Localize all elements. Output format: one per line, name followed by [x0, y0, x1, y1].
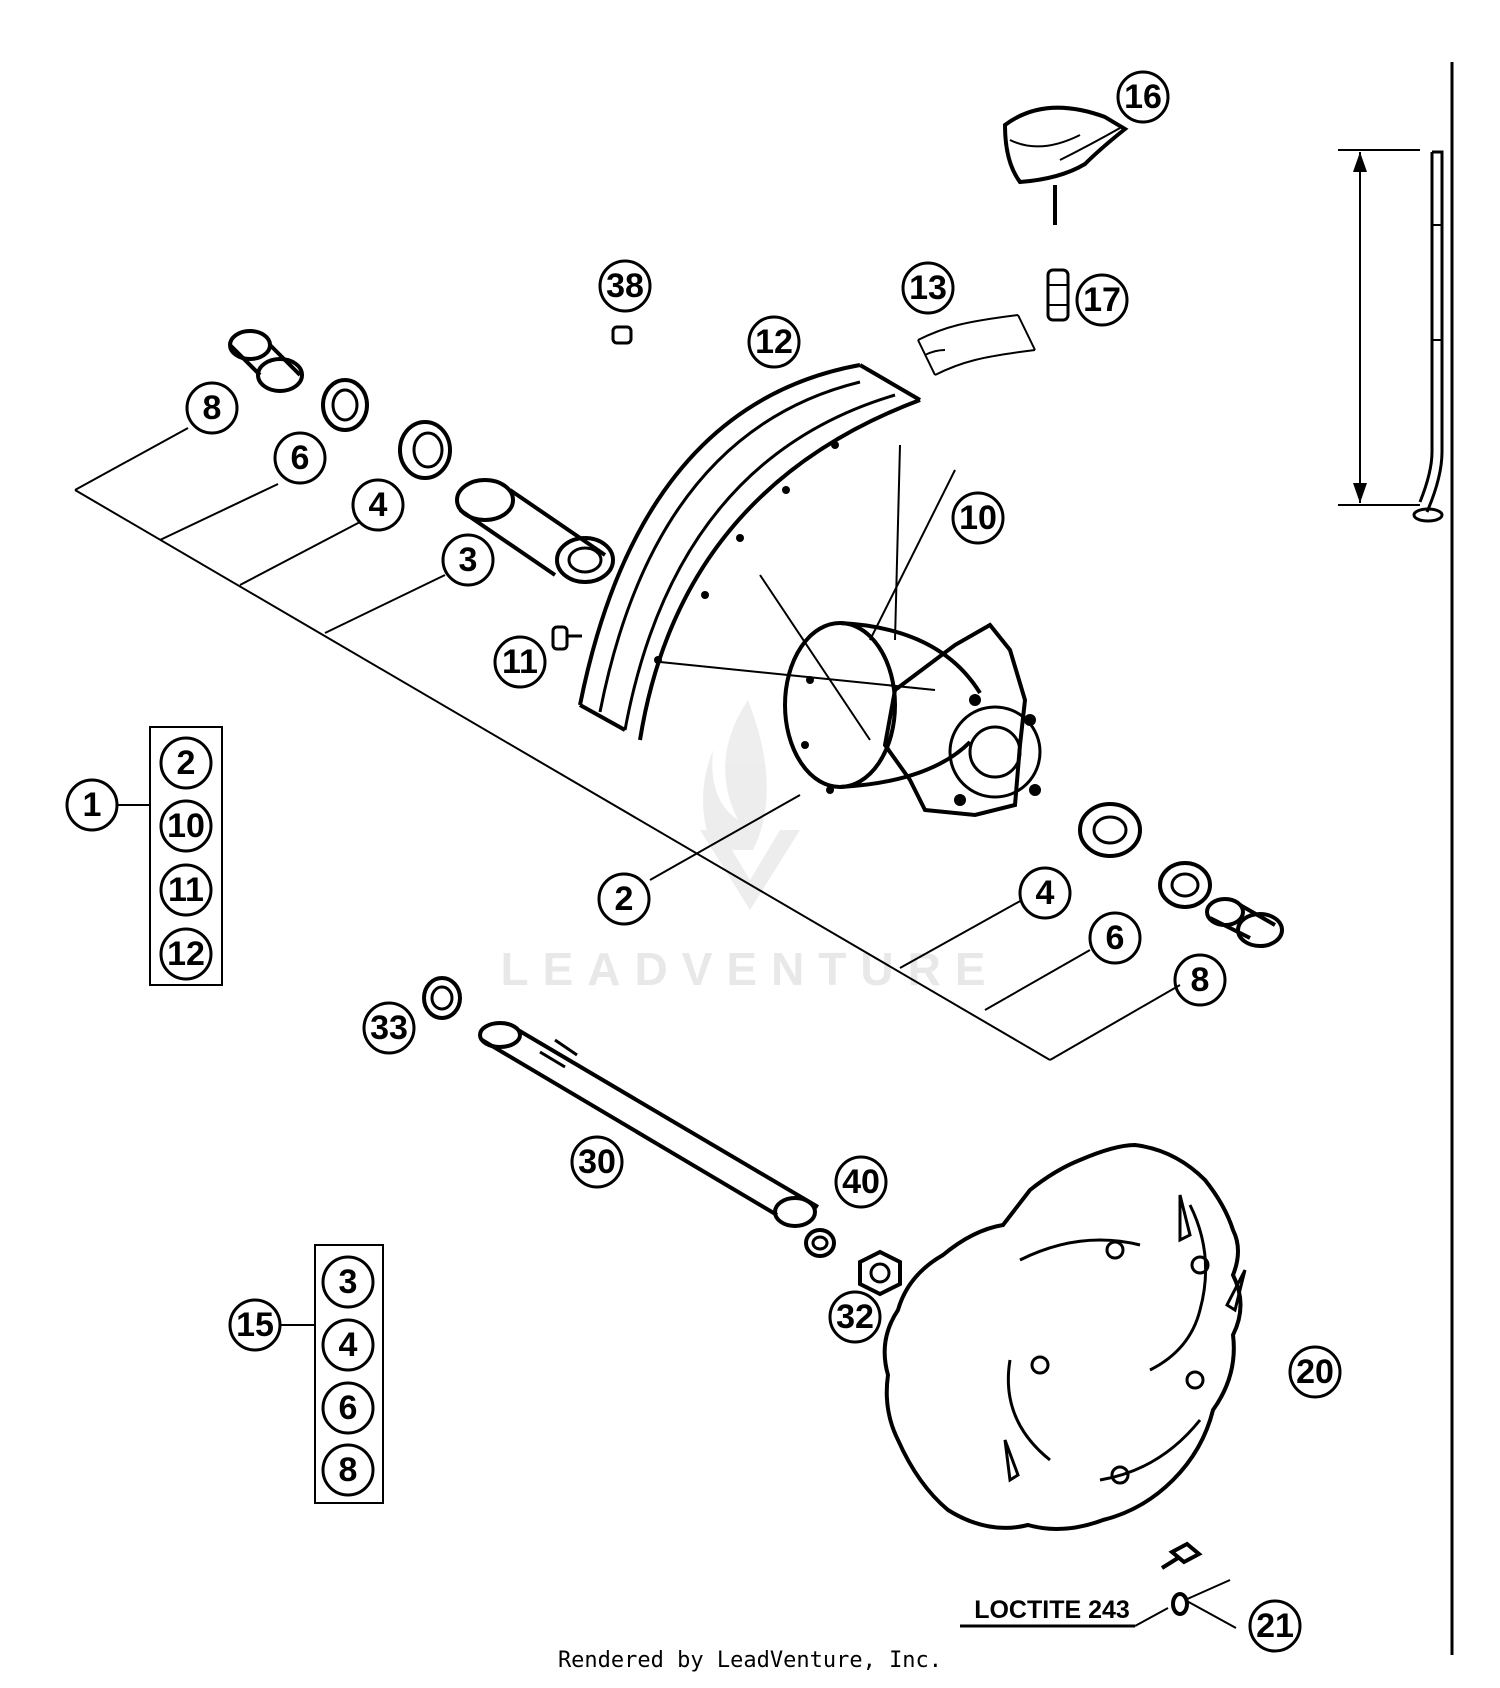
callout-3: 3: [459, 541, 478, 579]
callout-10: 10: [959, 499, 997, 537]
callout-6: 6: [291, 439, 310, 477]
leadventure-watermark: LEADVENTURE: [500, 700, 999, 995]
rim-profile-view: [1338, 62, 1454, 1655]
rim: [578, 363, 922, 741]
right-spacer: [1205, 897, 1284, 948]
callout-30: 30: [578, 1143, 616, 1181]
hub: [783, 621, 1042, 818]
callout-40: 40: [842, 1163, 880, 1201]
callout-13: 13: [909, 269, 947, 307]
callout-4: 4: [1036, 874, 1055, 912]
kit-15-label: 15: [236, 1306, 274, 1344]
kit-15-item: 6: [339, 1389, 358, 1427]
rim-lock-part: [1002, 105, 1129, 225]
callout-33: 33: [370, 1009, 408, 1047]
disc-bolt: [1160, 1541, 1203, 1616]
callout-8: 8: [1191, 961, 1210, 999]
callout-4: 4: [369, 486, 388, 524]
watermark-text: LEADVENTURE: [500, 943, 999, 995]
axle-clamp: [422, 976, 462, 1020]
footer-credit: Rendered by LeadVenture, Inc.: [557, 1648, 943, 1673]
kit-1-item: 12: [167, 935, 205, 973]
axle-washer: [804, 1228, 836, 1258]
spacer-tube: [455, 478, 615, 584]
kit-1-item: 11: [168, 871, 204, 909]
right-bearing: [1078, 802, 1142, 858]
kit-15-item: 3: [339, 1263, 358, 1301]
callout-32: 32: [836, 1298, 874, 1336]
kit-box-1: 1 2 10 11 12: [65, 726, 223, 986]
callout-12: 12: [755, 323, 793, 361]
spoke-nipple: [551, 625, 582, 651]
rim-lock-nut: [1046, 268, 1070, 322]
callout-8: 8: [203, 389, 222, 427]
kit-1-label: 1: [83, 786, 102, 824]
callout-16: 16: [1124, 78, 1162, 116]
callout-6: 6: [1106, 919, 1125, 957]
callout-17: 17: [1083, 281, 1121, 319]
loctite-note: LOCTITE 243: [974, 1596, 1130, 1624]
callout-2: 2: [615, 880, 634, 918]
callout-21: 21: [1256, 1607, 1294, 1645]
axle: [478, 1021, 820, 1228]
kit-box-15: 15 3 4 6 8: [228, 1244, 384, 1504]
leader-lines: [74, 427, 1237, 1629]
kit-15-item: 4: [339, 1326, 358, 1364]
callout-20: 20: [1296, 1353, 1334, 1391]
brake-disc: [882, 1142, 1247, 1531]
valve-cap: [611, 325, 633, 345]
left-bearing: [398, 420, 452, 480]
spokes: [659, 444, 956, 741]
kit-15-item: 8: [339, 1451, 358, 1489]
callout-11: 11: [502, 643, 538, 681]
callout-38: 38: [606, 267, 644, 305]
rim-band: [917, 314, 1036, 376]
callouts: 16 17 13 38 12 8 6 4 3 10 11 2 4 6 8 33: [185, 70, 1342, 1653]
kit-1-item: 10: [167, 807, 205, 845]
left-spacer: [228, 329, 304, 393]
right-seal: [1158, 861, 1212, 909]
left-seal: [321, 378, 369, 432]
axle-nut: [858, 1249, 902, 1297]
kit-1-item: 2: [177, 744, 196, 782]
